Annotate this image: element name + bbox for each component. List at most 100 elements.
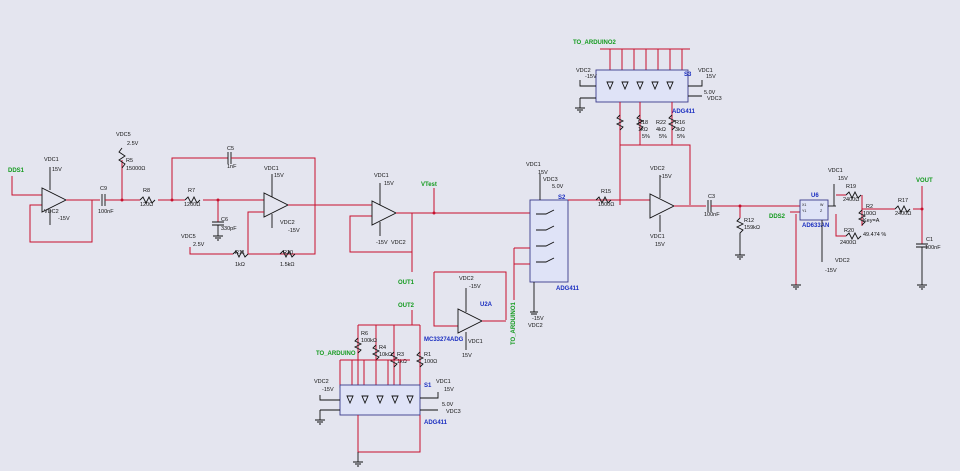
svg-text:VDC2: VDC2 — [528, 323, 543, 329]
svg-text:VDC3: VDC3 — [707, 96, 722, 102]
opamp-vtest-buffer — [371, 200, 398, 226]
svg-text:2.5V: 2.5V — [193, 242, 205, 248]
svg-text:1200Ω: 1200Ω — [184, 202, 200, 208]
net-label-dds2: DDS2 — [769, 214, 786, 220]
svg-text:VDC2: VDC2 — [650, 166, 665, 172]
svg-text:C1: C1 — [926, 237, 933, 243]
svg-text:-15V: -15V — [469, 284, 481, 290]
svg-text:2400Ω: 2400Ω — [840, 240, 856, 246]
vtest-buffer-stage: VDC1 15V -15V VDC2 VTest OUT1 — [349, 173, 530, 286]
svg-text:VDC2: VDC2 — [44, 209, 59, 215]
svg-text:VDC5: VDC5 — [116, 132, 131, 138]
svg-text:VDC1: VDC1 — [44, 157, 59, 163]
input-buffer-stage: DDS1 VDC1 15V VDC2 -15V C9 100nF VDC5 2.… — [8, 132, 185, 243]
svg-text:1nF: 1nF — [227, 164, 237, 170]
multiplier-u6: U6 AD633AN X1 Y1 W Z VDC1 15V R19 2400Ω … — [799, 168, 941, 285]
svg-text:R5: R5 — [126, 158, 133, 164]
svg-text:5%: 5% — [642, 134, 650, 140]
svg-text:-15V: -15V — [322, 387, 334, 393]
svg-text:2.5V: 2.5V — [127, 141, 139, 147]
svg-text:15V: 15V — [52, 167, 62, 173]
svg-text:R20: R20 — [844, 228, 854, 234]
svg-text:15V: 15V — [538, 170, 548, 176]
net-label-vtest: VTest — [421, 182, 437, 188]
svg-text:-15V: -15V — [585, 74, 597, 80]
ic-s1-body — [339, 384, 421, 416]
svg-text:VDC2: VDC2 — [576, 68, 591, 74]
svg-text:X1: X1 — [802, 203, 806, 207]
svg-text:R7: R7 — [188, 188, 195, 194]
svg-text:VDC3: VDC3 — [446, 409, 461, 415]
svg-text:ADG411: ADG411 — [424, 420, 448, 426]
svg-text:100nF: 100nF — [925, 245, 941, 251]
svg-text:VDC1: VDC1 — [436, 379, 451, 385]
svg-text:VDC1: VDC1 — [526, 162, 541, 168]
gain-output-stage: R15 1000Ω VDC2 -15V VDC1 15V C3 100nF R1… — [595, 166, 800, 285]
svg-text:R16: R16 — [675, 120, 685, 126]
svg-text:1000Ω: 1000Ω — [598, 202, 614, 208]
svg-text:R15: R15 — [601, 189, 611, 195]
svg-text:100Ω: 100Ω — [863, 211, 876, 217]
net-label-dds1: DDS1 — [8, 168, 25, 174]
opamp-u2a — [457, 308, 484, 334]
svg-text:1kΩ: 1kΩ — [638, 127, 648, 133]
svg-text:Key=A: Key=A — [863, 218, 880, 224]
ic-u6-body — [799, 199, 829, 221]
net-label-out1: OUT1 — [398, 280, 415, 286]
svg-text:Z: Z — [820, 209, 823, 213]
svg-text:-15V: -15V — [532, 316, 544, 322]
net-label-to-arduino1: TO_ARDUINO1 — [511, 301, 517, 345]
svg-text:ADG411: ADG411 — [556, 286, 580, 292]
svg-text:U2A: U2A — [480, 302, 493, 308]
svg-text:VDC3: VDC3 — [543, 177, 558, 183]
svg-text:VDC1: VDC1 — [828, 168, 843, 174]
svg-text:-15V: -15V — [825, 268, 837, 274]
svg-text:15V: 15V — [462, 353, 472, 359]
svg-text:W: W — [820, 203, 824, 207]
svg-text:R3: R3 — [397, 352, 404, 358]
svg-text:VDC2: VDC2 — [835, 258, 850, 264]
svg-text:VDC2: VDC2 — [314, 379, 329, 385]
svg-text:15V: 15V — [444, 387, 454, 393]
svg-text:R2: R2 — [866, 204, 873, 210]
svg-text:VDC1: VDC1 — [650, 234, 665, 240]
svg-text:VDC5: VDC5 — [181, 234, 196, 240]
svg-text:2400Ω: 2400Ω — [843, 197, 859, 203]
svg-text:-15V: -15V — [288, 228, 300, 234]
svg-text:5.0V: 5.0V — [442, 402, 454, 408]
svg-text:R11: R11 — [235, 250, 245, 256]
svg-text:100nF: 100nF — [98, 209, 114, 215]
svg-text:C6: C6 — [221, 217, 228, 223]
svg-text:U6: U6 — [811, 193, 819, 199]
svg-text:3kΩ: 3kΩ — [675, 127, 685, 133]
svg-text:100Ω: 100Ω — [424, 359, 437, 365]
svg-text:15V: 15V — [274, 173, 284, 179]
svg-text:S2: S2 — [558, 195, 566, 201]
svg-text:Y1: Y1 — [802, 209, 806, 213]
svg-text:R4: R4 — [379, 345, 386, 351]
svg-text:VDC2: VDC2 — [459, 276, 474, 282]
svg-text:AD633AN: AD633AN — [802, 223, 829, 229]
svg-text:120Ω: 120Ω — [140, 202, 153, 208]
svg-text:15000Ω: 15000Ω — [126, 166, 145, 172]
svg-text:S1: S1 — [424, 383, 432, 389]
svg-text:MC33274ADG: MC33274ADG — [424, 337, 464, 343]
svg-text:15V: 15V — [384, 181, 394, 187]
svg-text:VDC2: VDC2 — [280, 220, 295, 226]
net-label-to-arduino: TO_ARDUINO — [316, 351, 356, 357]
svg-text:S3: S3 — [684, 72, 692, 78]
svg-text:VDC1: VDC1 — [468, 339, 483, 345]
svg-text:-15V: -15V — [58, 216, 70, 222]
opamp-gain — [649, 193, 676, 219]
net-label-to-arduino2: TO_ARDUINO2 — [573, 40, 617, 46]
svg-text:R10: R10 — [283, 250, 293, 256]
svg-text:15V: 15V — [838, 176, 848, 182]
net-label-vout: VOUT — [916, 178, 933, 184]
filter-stage: C5 1nF R7 1200Ω C6 330pF VDC1 15V VDC2 -… — [171, 146, 360, 268]
switch-s2: S2 ADG411 VDC1 15V VDC3 5.0V -15V VDC2 T… — [511, 162, 615, 345]
svg-text:R1: R1 — [424, 352, 431, 358]
opamp-input-buffer — [41, 187, 68, 213]
svg-text:330pF: 330pF — [221, 226, 237, 232]
svg-text:VDC1: VDC1 — [374, 173, 389, 179]
svg-text:15V: 15V — [655, 242, 665, 248]
